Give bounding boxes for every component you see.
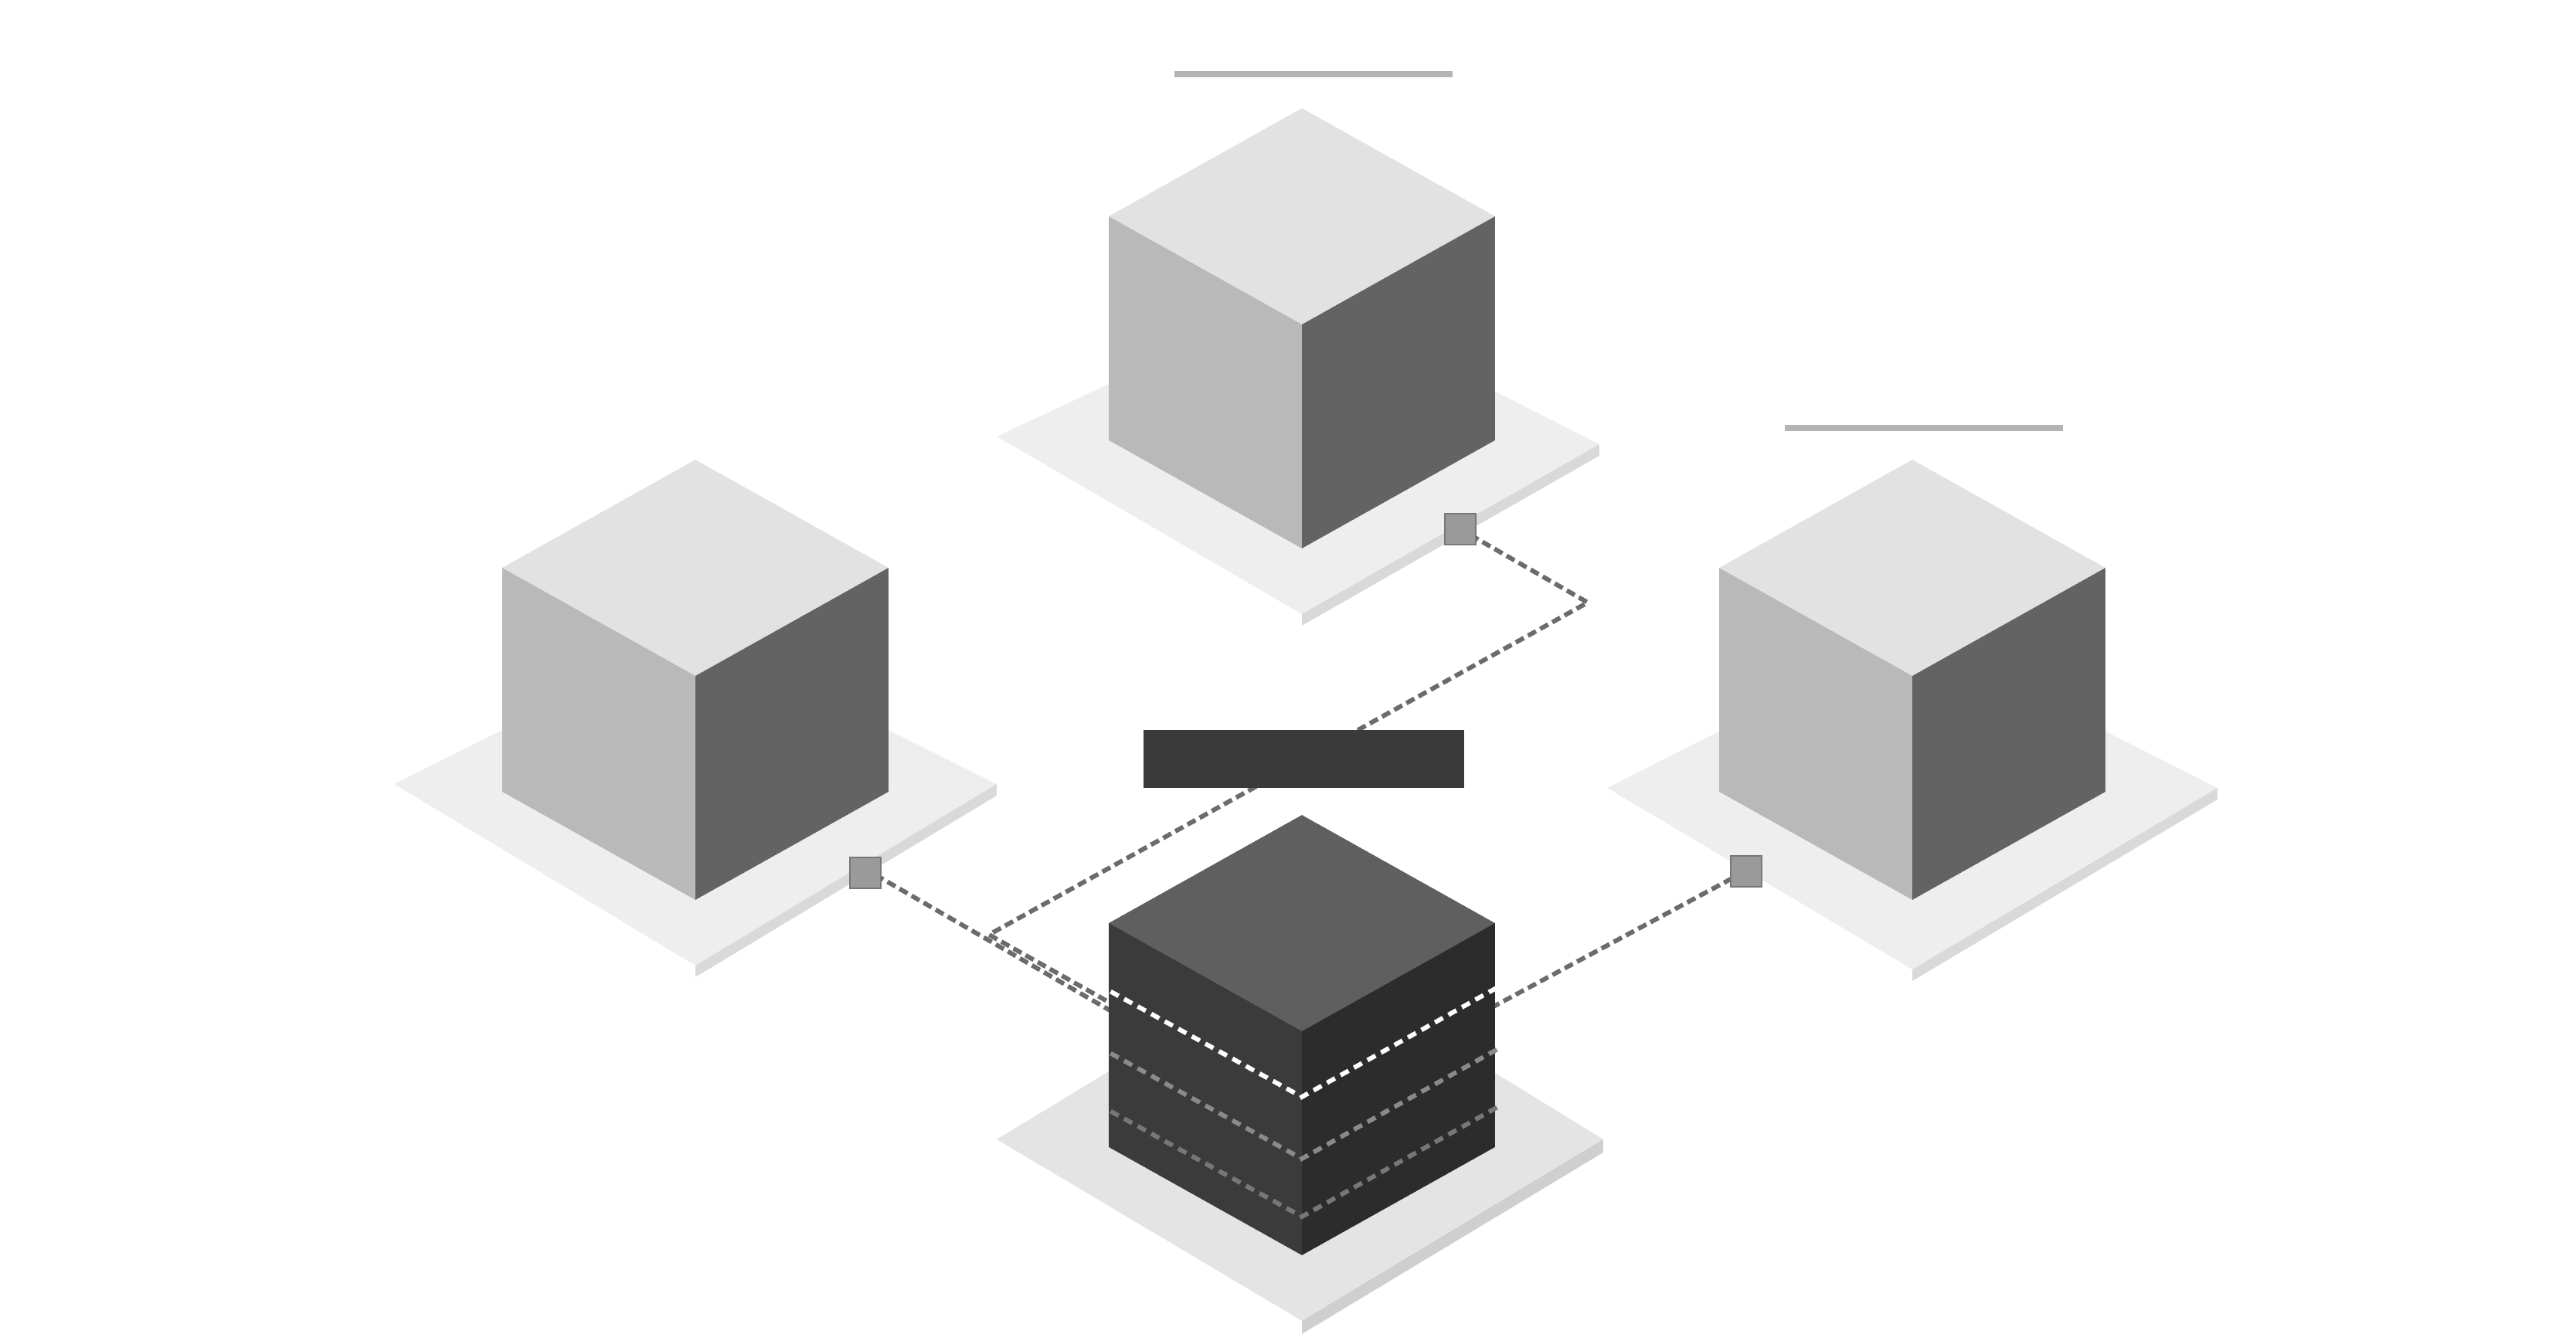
connector-badge (1730, 855, 1762, 888)
cube-right-face (695, 568, 889, 900)
connector-badge (849, 857, 882, 889)
cube-node-left[interactable] (394, 460, 997, 977)
cube-right-face (1302, 923, 1495, 1255)
connector-badge (1444, 513, 1477, 545)
cube-left-face (1109, 923, 1302, 1255)
base-platform-shadow (1912, 788, 2217, 981)
node-label-underline (1174, 71, 1453, 77)
cube-left-face (1109, 216, 1302, 548)
center-label-box (1144, 730, 1464, 788)
cube-node-center[interactable] (997, 730, 1603, 1334)
connector-right-to-center (1480, 869, 1746, 1016)
cube-node-right[interactable] (1607, 425, 2217, 981)
base-platform-shadow (1302, 1139, 1603, 1334)
node-label-underline (1785, 425, 2063, 431)
cube-right-face (1912, 568, 2105, 900)
cube-node-top[interactable] (997, 71, 1599, 626)
cube-right-face (1302, 216, 1495, 548)
server-rack-lines (1109, 985, 1499, 1220)
base-platform-shadow (695, 784, 997, 977)
cube-left-face (502, 568, 695, 900)
connector-left-to-center (861, 865, 1116, 1016)
cube-left-face (1719, 568, 1912, 900)
